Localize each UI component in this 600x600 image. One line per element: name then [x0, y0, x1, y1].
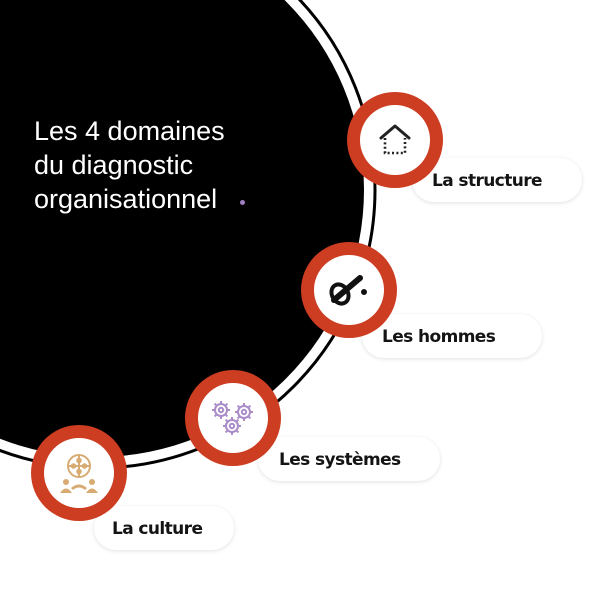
domain-node-hommes	[301, 242, 397, 338]
diagram-title: Les 4 domaines du diagnostic organisatio…	[34, 114, 314, 216]
domain-label-structure: La structure	[432, 171, 543, 191]
domain-label-culture: La culture	[112, 519, 203, 539]
domain-pill-hommes	[362, 314, 542, 358]
big-black-circle	[0, 0, 364, 457]
gears-icon	[212, 401, 253, 435]
title-line-1: Les 4 domaines	[34, 116, 225, 146]
domain-pill-structure	[412, 158, 582, 202]
domain-pill-systemes	[258, 437, 440, 481]
decorative-dot	[240, 200, 245, 205]
title-line-2: du diagnostic	[34, 150, 194, 180]
people-puzzle-globe-icon	[60, 454, 98, 493]
domain-node-culture	[31, 425, 127, 521]
title-line-3: organisationnel	[34, 184, 218, 214]
person-pen-icon	[329, 275, 367, 306]
domain-pill-culture	[94, 506, 234, 550]
domain-label-systemes: Les systèmes	[279, 450, 401, 470]
domain-node-structure	[347, 92, 443, 188]
domain-label-hommes: Les hommes	[382, 327, 496, 347]
house-outline-icon	[379, 124, 411, 155]
domain-node-systemes	[185, 370, 281, 466]
